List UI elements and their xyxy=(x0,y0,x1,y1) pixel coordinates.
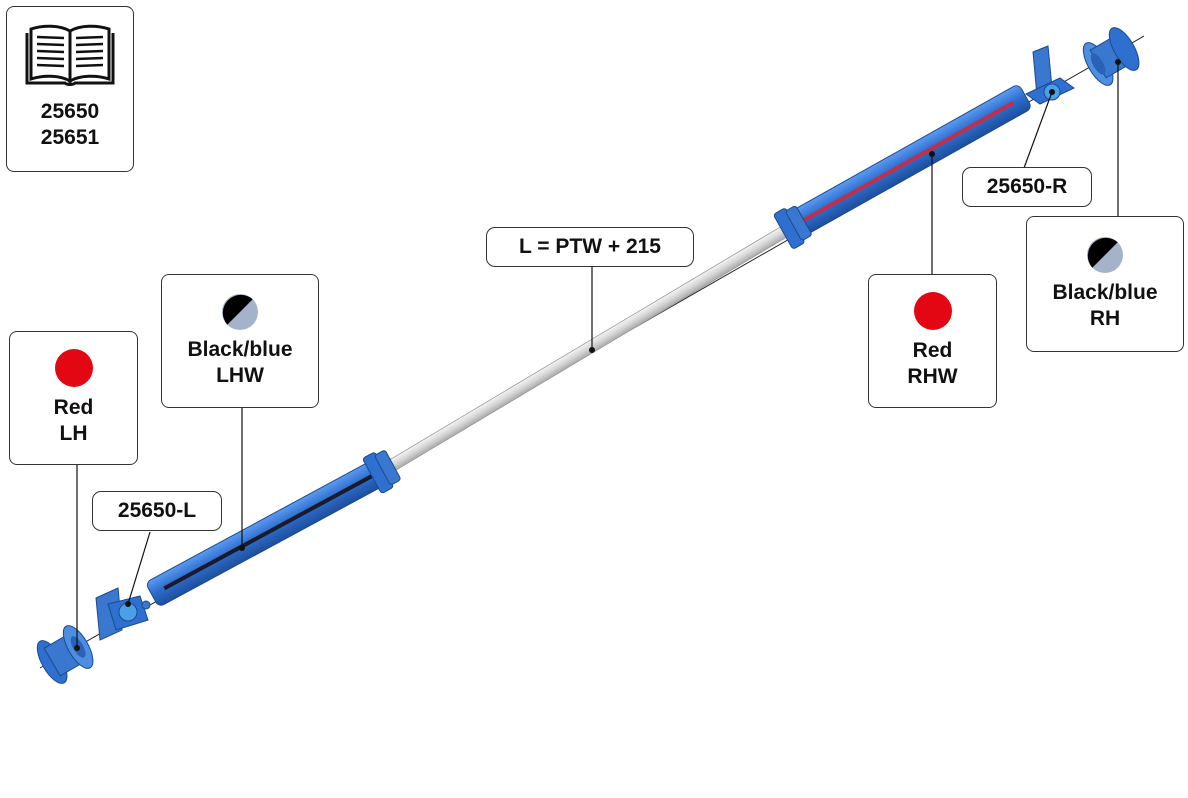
leader-25650-r xyxy=(1023,91,1053,169)
left-end-spool xyxy=(36,625,94,684)
callout-red-lh: Red LH xyxy=(9,331,138,465)
black-blue-dot-icon xyxy=(1087,236,1123,273)
right-tube xyxy=(773,85,1031,249)
part-label-25650-l: 25650-L xyxy=(92,491,222,531)
right-tube-stripe-red xyxy=(802,100,1015,222)
dimension-label: L = PTW + 215 xyxy=(486,227,694,267)
leader-dot-blackblue-rh xyxy=(1115,59,1121,65)
left-tube xyxy=(146,450,401,606)
left-bracket xyxy=(95,587,151,641)
callout-red-lh-color: Red xyxy=(53,395,94,419)
callout-blackblue-lhw: Black/blue LHW xyxy=(161,274,319,408)
leader-dot-25650-l xyxy=(125,601,131,607)
callout-blackblue-rh-side: RH xyxy=(1089,307,1121,330)
manual-code-2: 25651 xyxy=(40,126,100,150)
callout-blackblue-rh-color: Black/blue xyxy=(1052,280,1158,304)
left-tube-stripe-black xyxy=(163,470,380,591)
leader-dot-red-lh xyxy=(74,645,80,651)
open-book-icon xyxy=(25,24,115,86)
manual-code-1: 25650 xyxy=(40,100,100,123)
right-end-spool xyxy=(1082,27,1140,86)
callout-red-rhw-color: Red xyxy=(912,338,953,362)
manual-reference: 25650 25651 xyxy=(6,6,134,172)
leader-dot-25650-r xyxy=(1049,89,1055,95)
callout-blackblue-lhw-color: Black/blue xyxy=(187,337,293,361)
callout-blackblue-lhw-side: LHW xyxy=(216,364,264,387)
black-blue-dot-icon xyxy=(222,293,258,330)
leader-dot-blackblue-lhw xyxy=(239,545,245,551)
leader-dot-dimension xyxy=(589,347,595,353)
leader-dot-red-rhw xyxy=(929,151,935,157)
callout-red-rhw: Red RHW xyxy=(868,274,997,408)
callout-red-rhw-side: RHW xyxy=(907,365,958,388)
callout-blackblue-rh: Black/blue RH xyxy=(1026,216,1184,352)
right-bracket xyxy=(1025,45,1075,105)
callout-red-lh-side: LH xyxy=(59,422,88,445)
part-label-25650-r: 25650-R xyxy=(962,167,1092,207)
red-dot-icon xyxy=(913,291,952,330)
red-dot-icon xyxy=(54,348,93,387)
leader-25650-l xyxy=(127,531,151,605)
